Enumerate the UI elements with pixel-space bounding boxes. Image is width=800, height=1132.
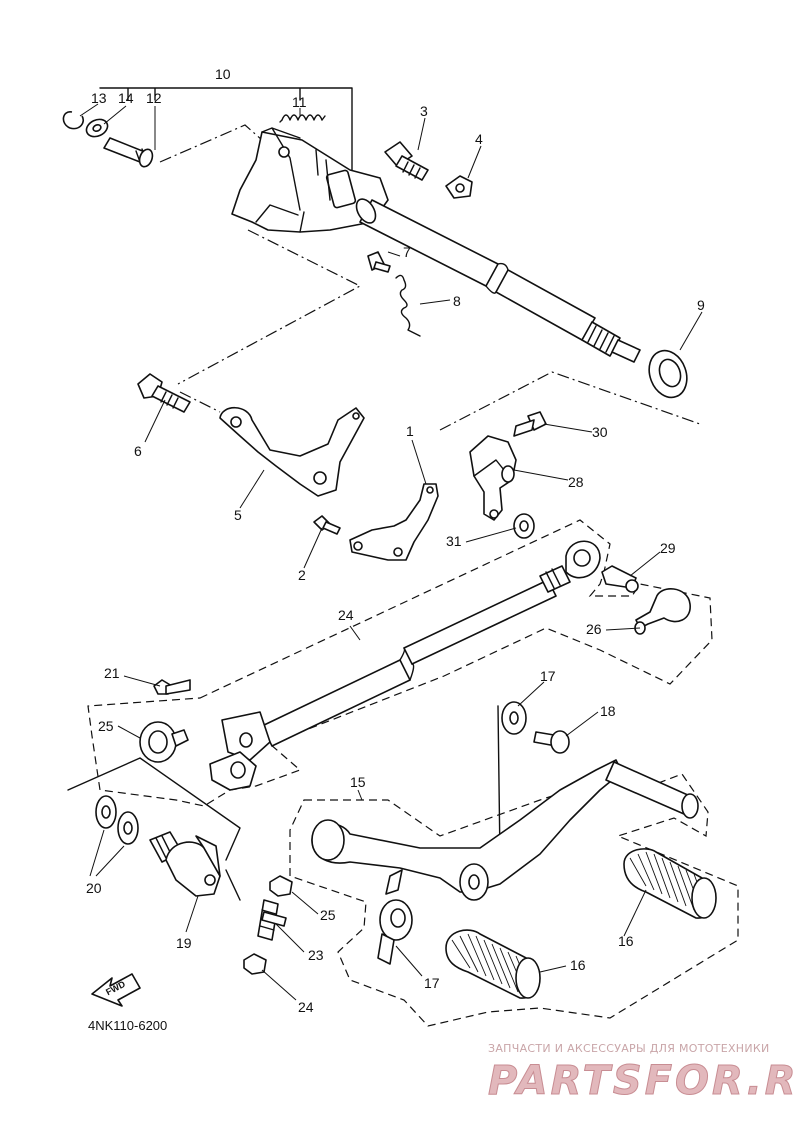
- callout-27-right: 26: [586, 621, 602, 637]
- callout-20: 19: [176, 935, 192, 951]
- part-27-joint-right: [634, 588, 691, 635]
- callout-16-right: 16: [618, 933, 634, 949]
- group-10-bracket: [99, 87, 353, 186]
- part-16-pedal-rubber-lower: [445, 929, 541, 999]
- part-14-washer: [85, 118, 109, 138]
- callout-23: 23: [308, 947, 324, 963]
- callout-9: 9: [697, 297, 705, 313]
- watermark: ЗАПЧАСТИ И АКСЕССУАРЫ ДЛЯ МОТОТЕХНИКИ PA…: [488, 1042, 800, 1105]
- callout-26: 24: [338, 607, 354, 623]
- callout-11: 11: [292, 94, 307, 110]
- callout-4: 4: [475, 131, 483, 147]
- watermark-tagline: ЗАПЧАСТИ И АКСЕССУАРЫ ДЛЯ МОТОТЕХНИКИ: [488, 1042, 770, 1055]
- part-13-circlip: [62, 111, 85, 130]
- callout-18: 17: [540, 668, 556, 684]
- part-9-oil-seal: [648, 349, 688, 399]
- shift-rod-end-left: [209, 711, 271, 791]
- callout-27-left: 25: [98, 718, 114, 734]
- callout-28: 28: [568, 474, 584, 490]
- callout-12: 12: [146, 90, 162, 106]
- part-10-shift-lever-assembly: [231, 127, 389, 233]
- part-5-arm: [219, 406, 365, 497]
- callout-6: 6: [134, 443, 142, 459]
- leader-lines: [79, 103, 703, 1001]
- part-30-bolt: [513, 411, 547, 437]
- part-7-screw: [367, 251, 391, 273]
- part-28-arm: [469, 435, 517, 521]
- watermark-brand: PARTSFOR.RU: [488, 1058, 800, 1104]
- callout-5: 5: [234, 507, 242, 523]
- callout-30: 30: [592, 424, 608, 440]
- part-22-bolt: [153, 679, 191, 695]
- part-8-spring: [395, 274, 421, 337]
- part-18-washer: [501, 701, 527, 735]
- part-6-bolt: [137, 373, 191, 413]
- callout-14: 14: [118, 90, 134, 106]
- callout-31: 31: [446, 533, 462, 549]
- callout-8: 8: [453, 293, 461, 309]
- shift-shaft: [355, 198, 641, 363]
- callout-19: 18: [600, 703, 616, 719]
- callout-29: 29: [660, 540, 676, 556]
- part-3-bolt: [384, 141, 429, 181]
- part-20-shaft: [149, 831, 221, 897]
- part-27-joint-left: [139, 721, 189, 763]
- part-31-washer: [513, 513, 535, 539]
- callout-13: 13: [91, 90, 107, 106]
- callout-numbers: 10 13 14 12 11 3 4 7 8 9 6 1 30 28 5 31 …: [86, 66, 705, 1015]
- part-19-bolt: [533, 730, 570, 754]
- callout-2: 2: [298, 567, 306, 583]
- callout-24: 24: [298, 999, 314, 1015]
- part-25-nut: [269, 875, 293, 897]
- part-23-bolt: [257, 899, 287, 941]
- part-4-stopper: [445, 175, 473, 199]
- part-16-pedal-rubber-upper: [623, 848, 717, 919]
- callout-21: 20: [86, 880, 102, 896]
- part-12-pin: [103, 137, 154, 168]
- callout-16-lower: 16: [570, 957, 586, 973]
- fwd-arrow-icon: FWD: [91, 973, 141, 1007]
- callout-7: 7: [403, 244, 411, 260]
- part-15-shift-pedal: [311, 759, 699, 901]
- part-29-bolt: [601, 565, 639, 593]
- callout-25: 25: [320, 907, 336, 923]
- part-1-plate: [349, 483, 439, 561]
- callout-17: 17: [424, 975, 440, 991]
- callout-1: 1: [406, 423, 414, 439]
- part-2-screw: [313, 515, 341, 535]
- part-26-shift-rod: [261, 540, 601, 747]
- part-17-joint: [377, 899, 413, 965]
- callout-3: 3: [420, 103, 428, 119]
- part-21-washers: [95, 795, 139, 845]
- callout-15: 15: [350, 774, 366, 790]
- callout-10: 10: [215, 66, 231, 82]
- callout-22: 21: [104, 665, 120, 681]
- part-code-label: 4NK110-6200: [88, 1018, 167, 1033]
- part-11-spring: [279, 114, 326, 123]
